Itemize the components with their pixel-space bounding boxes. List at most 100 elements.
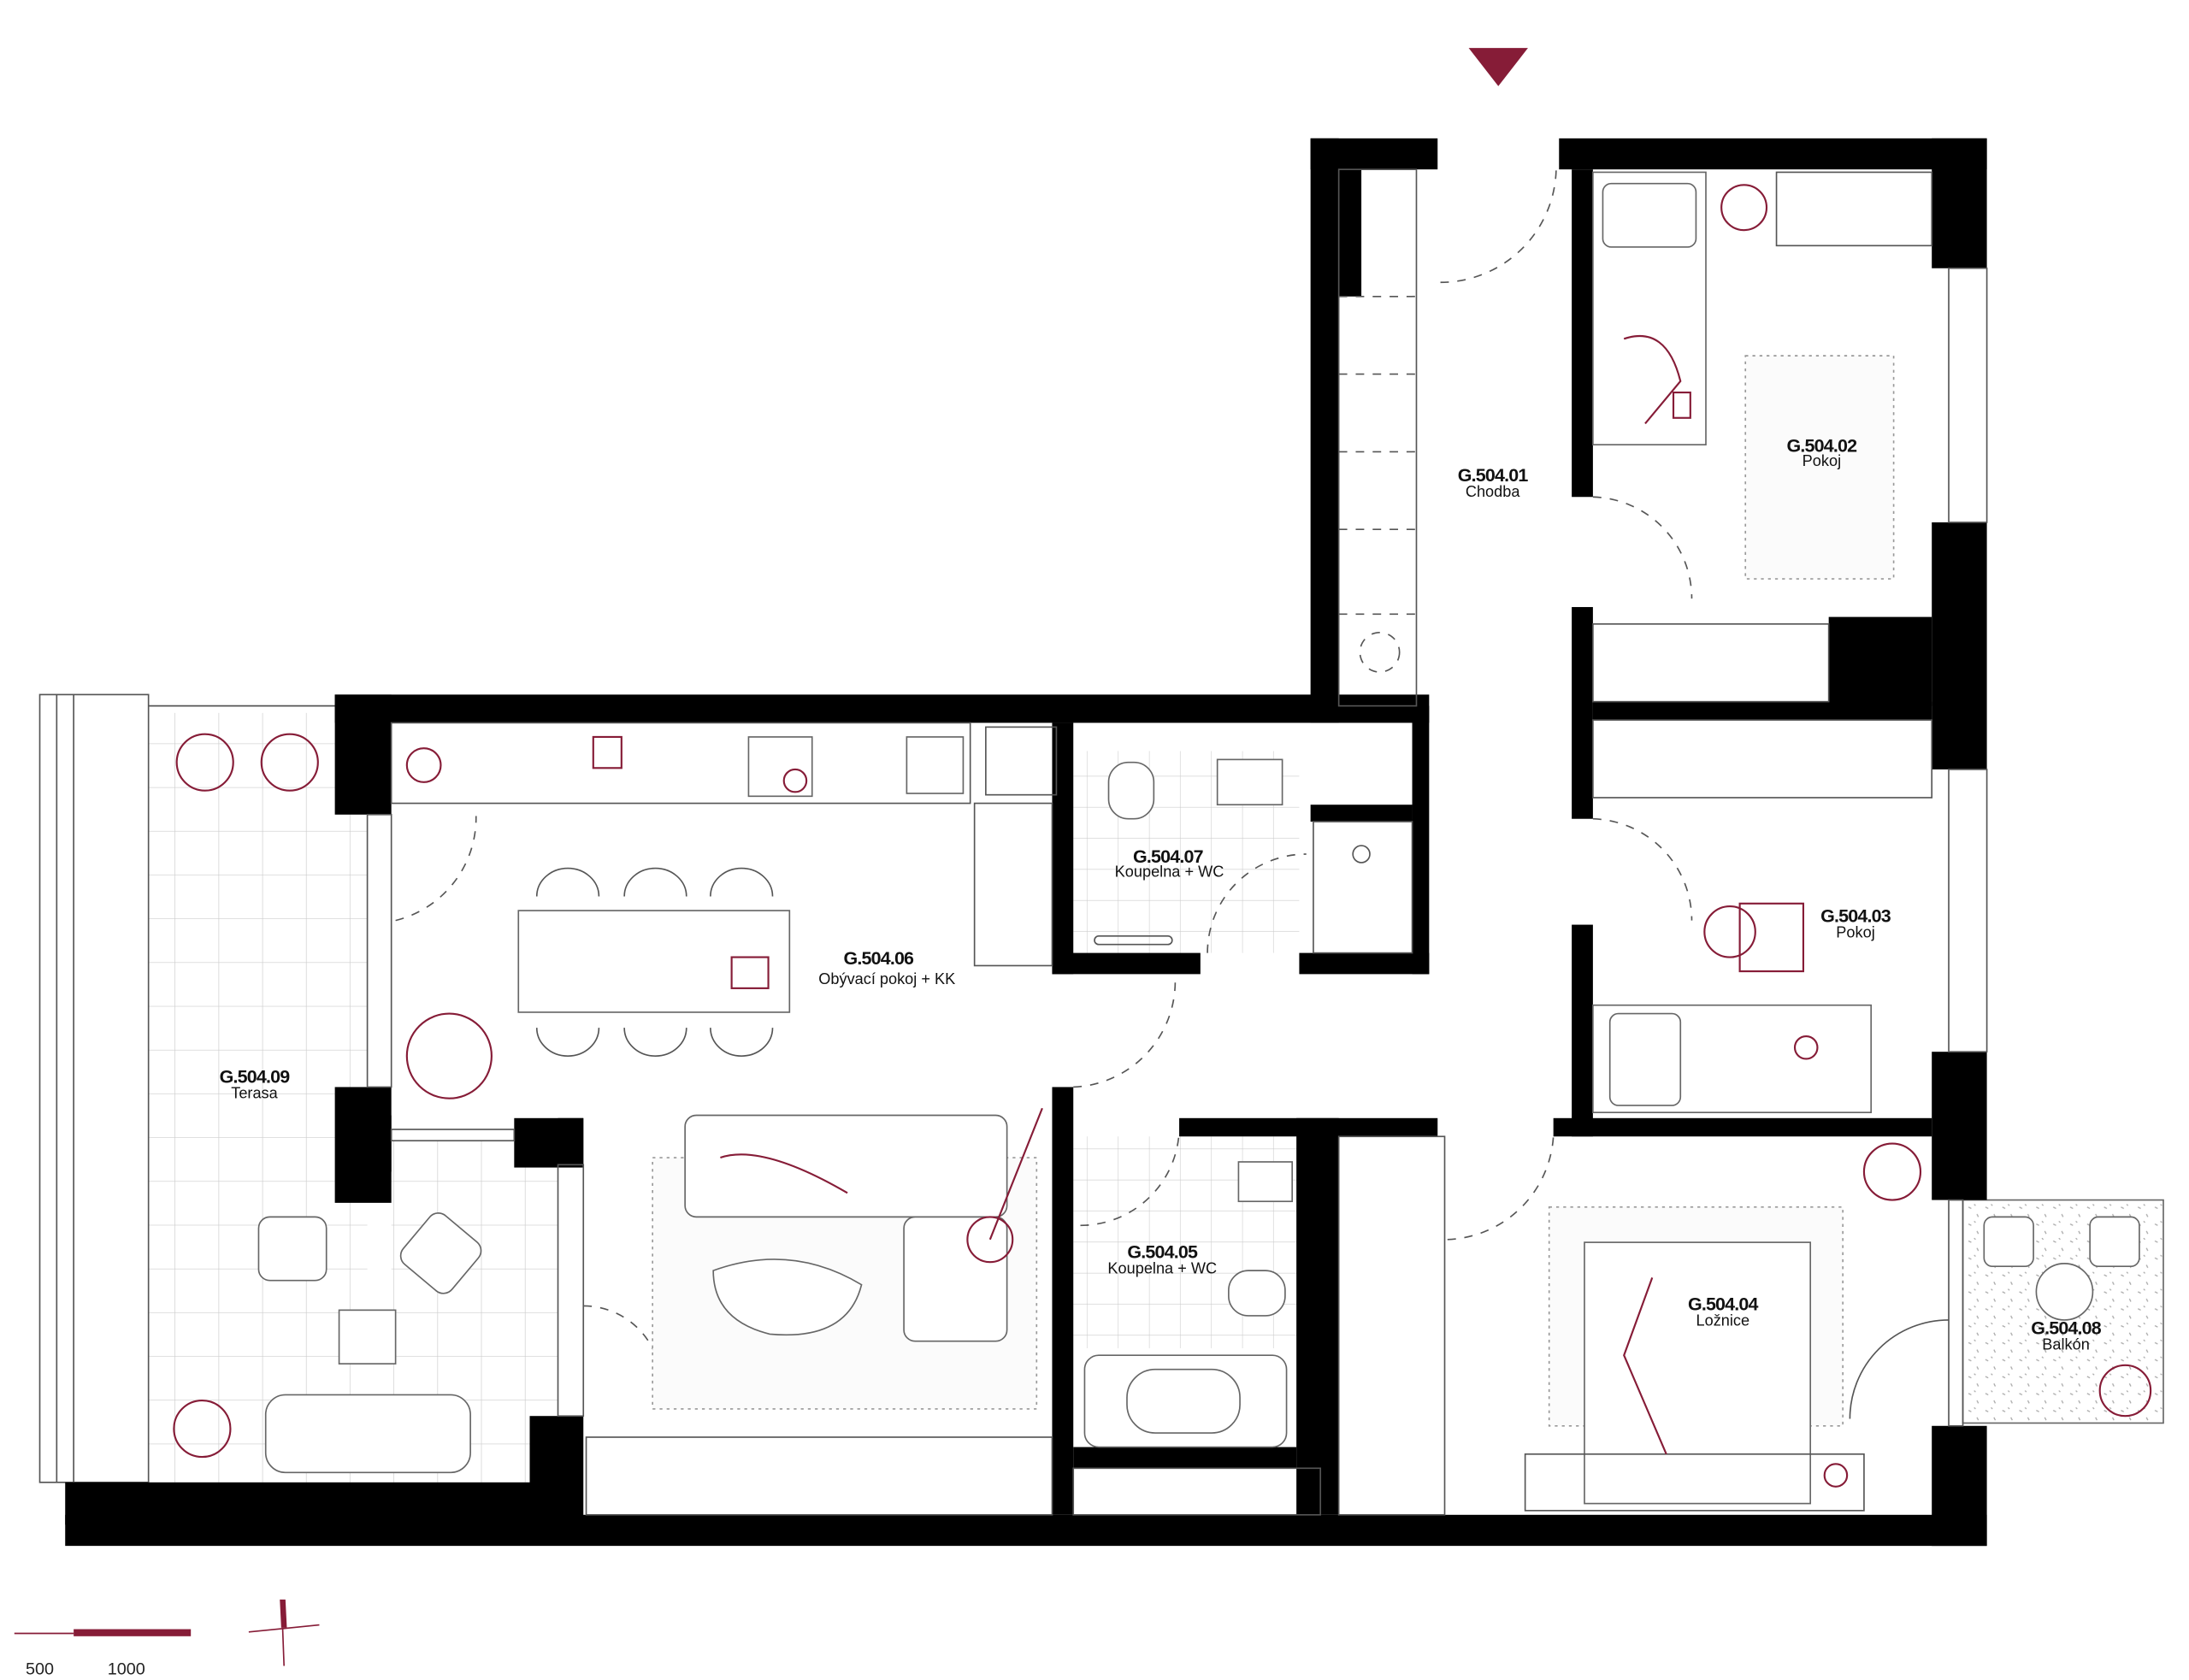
dining-table-part — [517, 910, 791, 1013]
doors-part — [1592, 817, 1693, 921]
walls-part — [1310, 138, 1438, 170]
scale-label-500: 500 — [26, 1659, 54, 1678]
windows-part — [1948, 1199, 1964, 1427]
windows-part — [366, 813, 392, 1088]
north-arrow-icon-part — [281, 1627, 286, 1666]
doors-part — [1849, 1319, 1950, 1419]
walls-part — [1559, 138, 1987, 170]
kitchen — [390, 722, 1058, 967]
north-arrow-icon — [248, 1599, 320, 1666]
walls-part — [1412, 705, 1430, 975]
room-03-furniture-part — [1703, 905, 1756, 958]
bathroom-fixtures-part — [1126, 1368, 1241, 1434]
room-03-furniture — [1592, 902, 1873, 1114]
room-02-furniture — [1592, 171, 1933, 580]
room-label-01-part: Chodba — [1466, 483, 1521, 500]
room-label-07-part: G.504.07 — [1133, 846, 1203, 867]
storage-part — [1592, 623, 1830, 703]
storage-part — [1337, 1135, 1446, 1516]
doors-part — [1080, 1129, 1180, 1227]
room-02-furniture-part — [1672, 391, 1691, 419]
bedroom-furniture-part — [1524, 1453, 1865, 1512]
scale-label-1000: 1000 — [108, 1659, 145, 1678]
kitchen-part — [985, 726, 1058, 796]
walls-part — [1052, 1087, 1074, 1515]
balcony-furniture-part — [2098, 1364, 2152, 1418]
storage-part — [1592, 719, 1933, 799]
windows-part — [1948, 267, 1988, 523]
terrace-furniture — [173, 733, 482, 1474]
storage-part — [585, 1436, 1053, 1516]
living-area-part — [903, 1216, 1008, 1342]
storage-part — [1359, 631, 1401, 673]
living-area-part — [720, 1153, 848, 1194]
room-02-furniture-part — [1744, 355, 1895, 580]
north-arrow-icon-part — [248, 1624, 320, 1633]
dining-table-part — [535, 867, 774, 897]
kitchen-part — [973, 802, 1053, 967]
walls-part — [1052, 722, 1074, 975]
terrace-furniture-part — [173, 1399, 232, 1459]
doors-part — [1207, 853, 1307, 953]
walls-part — [360, 1115, 392, 1172]
living-area-part — [988, 1107, 1043, 1241]
living-area-part — [712, 1259, 863, 1336]
room-label-04-part: Ložnice — [1696, 1312, 1750, 1329]
north-arrow-icon-part — [280, 1599, 287, 1628]
doors-part — [1440, 166, 1557, 284]
kitchen-part — [782, 768, 808, 793]
room-label-03-part: G.504.03 — [1820, 905, 1891, 926]
walls-part — [1572, 924, 1593, 1137]
doors-part — [583, 1305, 662, 1384]
terrace-furniture-part — [338, 1309, 397, 1365]
windows-part — [557, 1164, 585, 1418]
room-02-furniture-part — [1623, 334, 1682, 425]
bedroom-furniture-part — [1584, 1241, 1812, 1505]
room-label-09-part: Terasa — [231, 1085, 278, 1102]
bathroom-fixtures — [1083, 758, 1413, 1448]
walls-part — [1310, 138, 1339, 723]
walls-part — [1572, 607, 1593, 819]
bathroom-fixtures-part — [1228, 1270, 1286, 1317]
room-label-06-part: Obývací pokoj + KK — [818, 970, 955, 987]
dining-table — [517, 867, 791, 1057]
room-label-05-part: Koupelna + WC — [1107, 1259, 1217, 1276]
room-label-02-part: Pokoj — [1803, 452, 1841, 469]
walls-part — [514, 1117, 584, 1168]
room-03-furniture-part — [1738, 902, 1805, 973]
room-label-09-part: G.504.09 — [220, 1067, 291, 1088]
storage — [585, 168, 1933, 1516]
dining-table-part — [730, 956, 770, 989]
scale-bar: 500 1000 — [14, 1629, 192, 1678]
floor-tiles-part — [148, 712, 368, 1483]
walls-part — [334, 694, 1430, 723]
terrace-furniture-part — [264, 1394, 471, 1474]
living-area-part — [405, 1012, 493, 1099]
walls-part — [529, 1416, 584, 1523]
storage-part — [1337, 168, 1418, 707]
walls-part — [1932, 1052, 1987, 1200]
balcony-furniture-part — [2089, 1216, 2140, 1268]
windows-part — [390, 1129, 516, 1142]
bathroom-fixtures-part — [1313, 821, 1413, 954]
scale-bar-part — [74, 1629, 192, 1636]
storage-part — [1072, 1467, 1322, 1516]
walls-part — [1553, 1117, 1932, 1137]
terrace-furniture-part — [260, 733, 319, 792]
bedroom-furniture-part — [1623, 1277, 1667, 1455]
walls-part — [1052, 952, 1201, 975]
walls-part — [1932, 522, 1987, 769]
room-label-02-part: G.504.02 — [1787, 435, 1858, 456]
balcony-furniture-part — [1983, 1216, 2034, 1268]
living-area-part — [684, 1114, 1008, 1218]
walls-part — [1296, 1117, 1339, 1515]
doors-part — [1073, 974, 1177, 1088]
room-label-01-part: G.504.01 — [1458, 465, 1529, 486]
